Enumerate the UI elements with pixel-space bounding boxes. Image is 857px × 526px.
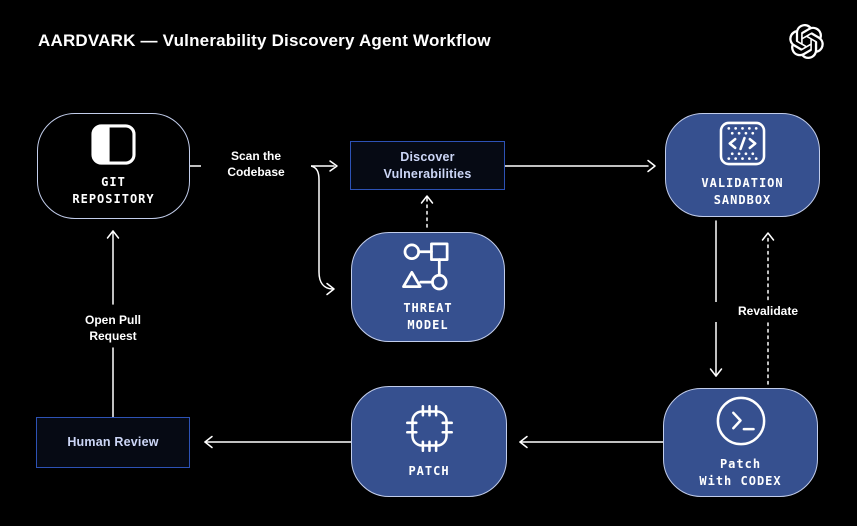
edge-label-revalidate: Revalidate bbox=[713, 302, 823, 322]
arrowhead-into-discover bbox=[329, 160, 338, 172]
shapes-diagram-icon bbox=[401, 240, 456, 291]
arrowhead-up-into-discover bbox=[420, 195, 434, 204]
arrowhead-into-sandbox bbox=[647, 159, 656, 173]
code-sandbox-icon bbox=[719, 121, 766, 166]
openai-logo-icon bbox=[789, 24, 824, 59]
node-label: Human Review bbox=[67, 435, 159, 450]
node-patch: PATCH bbox=[351, 386, 507, 497]
terminal-icon bbox=[715, 395, 767, 447]
repository-icon bbox=[91, 123, 136, 165]
node-human-review: Human Review bbox=[36, 417, 190, 468]
chip-patch-icon bbox=[404, 403, 455, 454]
arrowhead-up-into-sandbox bbox=[761, 232, 775, 241]
edge-branch-to-threat-model bbox=[310, 165, 333, 290]
arrowhead-up-into-git bbox=[106, 230, 120, 239]
node-label: PATCH bbox=[408, 463, 450, 478]
diagram-title: AARDVARK — Vulnerability Discovery Agent… bbox=[38, 31, 491, 50]
arrowhead-into-patch bbox=[519, 435, 528, 449]
arrowhead-into-review bbox=[204, 435, 213, 449]
arrowhead-down-into-codex bbox=[709, 368, 723, 377]
arrowhead-into-threat-model bbox=[326, 282, 335, 296]
